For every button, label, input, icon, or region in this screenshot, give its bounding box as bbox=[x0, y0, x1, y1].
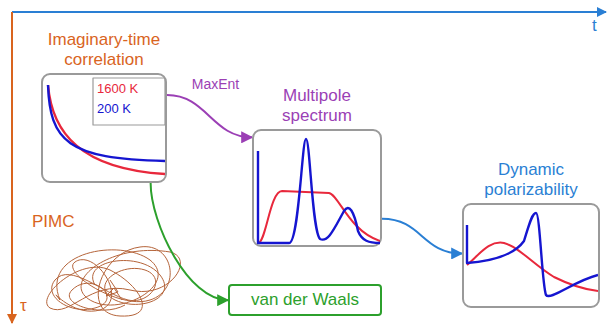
plot-legend: 1600 K 200 K bbox=[97, 79, 138, 119]
correlation-panel: Imaginary-time correlation 1600 K 200 K bbox=[36, 30, 172, 183]
flow-arrow bbox=[382, 219, 462, 254]
panel-frame: 1600 K 200 K bbox=[41, 73, 167, 183]
curve bbox=[258, 139, 380, 243]
spectrum-panel: Multipole spectrum bbox=[250, 86, 384, 247]
curve bbox=[48, 85, 165, 174]
axis-label: t bbox=[592, 16, 597, 36]
curve-plot bbox=[464, 205, 598, 306]
flow-arrow bbox=[151, 183, 228, 300]
curve bbox=[48, 85, 165, 161]
path-integral-scribble bbox=[47, 247, 181, 316]
polarizability-panel: Dynamic polarizability bbox=[460, 160, 602, 308]
result-box: van der Waals bbox=[228, 284, 382, 316]
box-text: van der Waals bbox=[244, 290, 366, 310]
panel-heading: Multipole spectrum bbox=[250, 86, 384, 125]
flow-arrow bbox=[167, 95, 252, 137]
panel-heading: Dynamic polarizability bbox=[460, 160, 602, 199]
legend-entry: 1600 K bbox=[97, 79, 138, 99]
imaginary-time-axis bbox=[11, 12, 13, 323]
curve bbox=[467, 213, 598, 296]
panel-heading: Imaginary-time correlation bbox=[36, 30, 172, 69]
method-label: PIMC bbox=[32, 212, 75, 232]
curve bbox=[93, 78, 165, 125]
legend-entry: 200 K bbox=[97, 99, 138, 119]
legend-text: 200 K bbox=[97, 101, 131, 116]
panel-frame bbox=[252, 129, 382, 247]
axis-label: τ bbox=[20, 296, 27, 316]
time-axis bbox=[12, 11, 606, 13]
arrow-label: MaxEnt bbox=[190, 77, 241, 92]
curve-plot bbox=[254, 131, 380, 245]
panel-frame bbox=[462, 203, 600, 308]
legend-text: 1600 K bbox=[97, 81, 138, 96]
